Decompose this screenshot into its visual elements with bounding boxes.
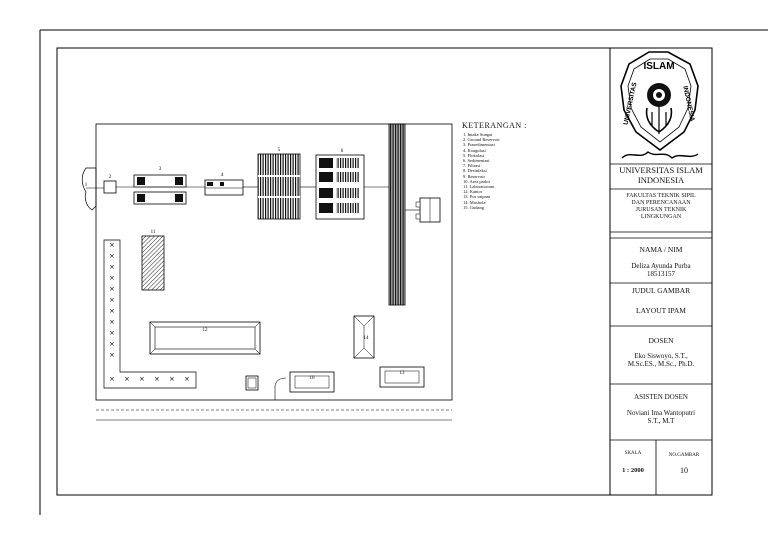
label-laboratorium: 11 xyxy=(151,230,156,235)
dosen-label: DOSEN xyxy=(648,336,674,345)
reservoir-unit xyxy=(388,123,406,306)
tree-icon: ⨯ xyxy=(109,274,115,282)
asisten-name: Noviani Ima Wantoputri S.T., M.T xyxy=(626,409,696,426)
river-intake xyxy=(81,167,97,211)
tree-icon: ⨯ xyxy=(109,241,115,249)
tree-icon: ⨯ xyxy=(109,285,115,293)
label-kantor: 12 xyxy=(203,328,209,333)
tree-icon: ⨯ xyxy=(169,375,175,383)
inner-road xyxy=(274,377,287,400)
student-info: Deliza Ayunda Purba 18513157 xyxy=(631,262,691,279)
label-gudang: 13 xyxy=(400,371,406,376)
kantor-building xyxy=(149,321,261,355)
label-ground-reservoir: 2 xyxy=(109,175,112,180)
tree-icon: ⨯ xyxy=(154,375,160,383)
koagulasi-flokulasi-unit xyxy=(204,179,244,196)
legend-item: 15. Gudang xyxy=(463,204,484,210)
tree-icon: ⨯ xyxy=(109,318,115,326)
skala-label: SKALA xyxy=(624,451,642,456)
tree-icon: ⨯ xyxy=(109,375,115,383)
judul-gambar-label: JUDUL GAMBAR xyxy=(631,286,691,295)
tree-icon: ⨯ xyxy=(109,307,115,315)
sedimentasi-unit xyxy=(257,153,301,220)
tree-icon: ⨯ xyxy=(109,351,115,359)
pos-satpam-building xyxy=(245,375,259,391)
desinfeksi-unit xyxy=(415,197,441,223)
tree-icon: ⨯ xyxy=(184,375,190,383)
legend-item: 4. Koagulasi xyxy=(463,147,486,153)
legend-item: 8. Desinfeksi xyxy=(463,168,487,174)
legend-item: 2. Ground Reservoir xyxy=(463,137,500,143)
university-name: UNIVERSITAS ISLAM INDONESIA xyxy=(619,165,703,185)
mushola-building xyxy=(353,315,375,359)
legend-title: KETERANGAN : xyxy=(462,121,527,130)
label-sedimentasi: 5 xyxy=(278,148,281,153)
faculty-name: FAKULTAS TEKNIK SIPIL DAN PERENCANAAN JU… xyxy=(626,193,696,220)
nama-nim-label: NAMA / NIM xyxy=(639,245,683,254)
skala-value: 1 : 2000 xyxy=(622,467,644,474)
label-mushola: 14 xyxy=(364,336,370,341)
tree-row xyxy=(103,239,197,389)
legend-item: 7. Filtrasi xyxy=(463,163,481,169)
tree-icon: ⨯ xyxy=(109,263,115,271)
legend-item: 6. Sedimentasi xyxy=(463,158,490,164)
no-gambar-value: 10 xyxy=(680,466,688,475)
dosen-name: Eko Siswoyo, S.T., M.Sc.ES., M.Sc., Ph.D… xyxy=(627,352,695,369)
legend-item: 10. Area parkir xyxy=(463,178,491,184)
legend-item: 13. Pos satpam xyxy=(463,194,491,200)
legend-item: 11. Laboratorium xyxy=(463,184,495,190)
site-boundary xyxy=(95,123,453,401)
label-intake: 1 xyxy=(85,183,88,188)
gudang-building xyxy=(379,366,425,388)
tree-icon: ⨯ xyxy=(124,375,130,383)
label-koagulasi: 4 xyxy=(221,173,224,178)
judul-gambar: LAYOUT IPAM xyxy=(636,306,686,315)
label-parkir: 10 xyxy=(310,376,316,381)
no-gambar-label: NO.GAMBAR xyxy=(668,453,700,458)
ground-reservoir xyxy=(103,180,117,194)
drawing-border xyxy=(56,47,713,496)
label-filtrasi: 6 xyxy=(341,149,344,154)
legend-item: 12. Kantor xyxy=(463,189,483,195)
logo-left-text: UNIVERSITAS xyxy=(623,81,639,125)
tree-icon: ⨯ xyxy=(139,375,145,383)
prasedimentasi-unit xyxy=(133,174,187,205)
legend-item: 1. Intake Sungai xyxy=(463,132,493,137)
legend-item: 9. Reservoir xyxy=(463,173,485,179)
filtrasi-unit xyxy=(315,154,365,220)
tree-icon: ⨯ xyxy=(109,329,115,337)
tree-icon: ⨯ xyxy=(109,296,115,304)
laboratorium-building xyxy=(141,235,165,291)
asisten-label: ASISTEN DOSEN xyxy=(634,393,688,401)
legend-item: 14. Mushola xyxy=(463,199,486,205)
area-parkir xyxy=(289,371,335,393)
legend-item: 3. Prasedimentasi xyxy=(463,142,495,148)
logo-top-text: ISLAM xyxy=(643,61,674,72)
label-prasedimentasi: 3 xyxy=(159,167,162,172)
university-logo: ISLAM UNIVERSITAS INDONESIA xyxy=(620,51,699,159)
tree-icon: ⨯ xyxy=(109,252,115,260)
tree-icon: ⨯ xyxy=(109,340,115,348)
legend-item: 5. Flokulasi xyxy=(463,152,485,158)
